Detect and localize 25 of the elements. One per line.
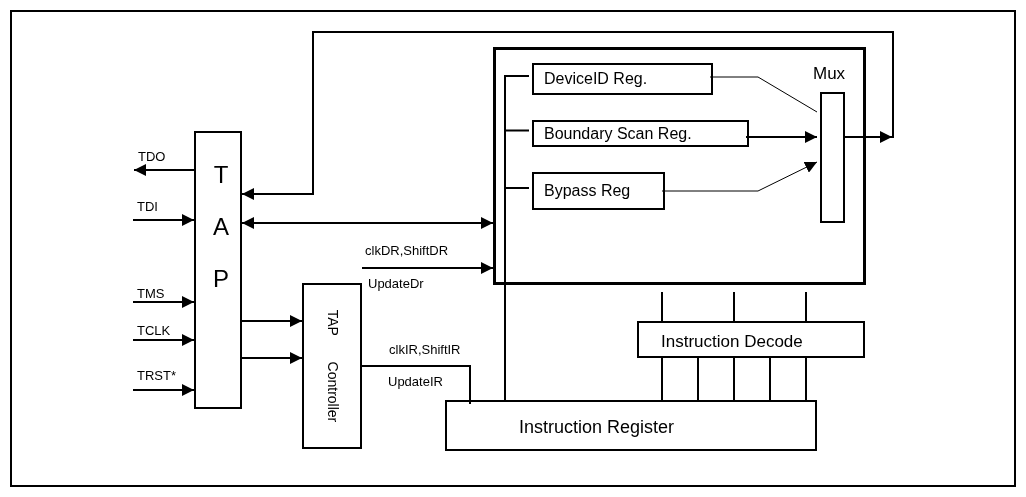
edge-label: clkDR,ShiftDR	[364, 243, 450, 258]
block-label: DeviceID Reg.	[544, 69, 648, 89]
register-box	[532, 120, 749, 147]
register-box	[532, 172, 665, 210]
signal-name: TMS	[137, 286, 165, 301]
block-label: Bypass Reg	[544, 181, 631, 201]
signal-name: TCLK	[137, 323, 171, 338]
signal-label: UpdateDr	[368, 276, 424, 291]
edge-label: clkIR,ShiftIR	[388, 342, 462, 357]
block-label: Instruction Decode	[661, 331, 803, 353]
tap-block	[194, 131, 242, 409]
block-label: Boundary Scan Reg.	[544, 123, 692, 144]
register-box	[532, 63, 713, 95]
decoder-box	[637, 321, 865, 358]
tap-controller-box	[302, 283, 362, 449]
mux-label: Mux	[813, 63, 846, 85]
signal-label: UpdateIR	[388, 374, 443, 389]
signal-name: TDO	[138, 149, 166, 164]
block-label: TAP Controller	[323, 309, 342, 423]
signal-name: TDI	[137, 199, 158, 214]
data-register-panel	[493, 47, 866, 285]
block-label: T A P	[212, 160, 230, 294]
register-box	[445, 400, 817, 451]
signal-name: TRST*	[137, 368, 176, 383]
block-label: Instruction Register	[519, 416, 675, 439]
